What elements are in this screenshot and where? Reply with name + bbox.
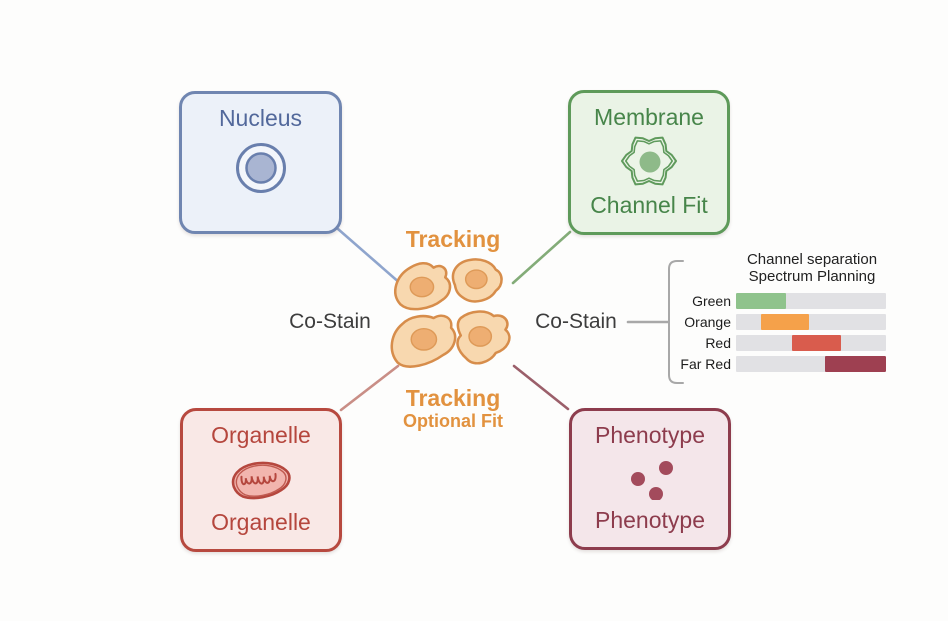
spectrum-track: [736, 293, 886, 309]
spectrum-chart: Channel separation Spectrum Planning Gre…: [660, 251, 892, 377]
spectrum-segment: [736, 293, 786, 309]
spectrum-segment: [824, 356, 886, 372]
connector-phenotype-line: [512, 364, 570, 411]
spectrum-row-label: Far Red: [680, 356, 731, 372]
phenotype-dots-icon: [618, 456, 682, 500]
membrane-title: Membrane: [594, 104, 704, 130]
phenotype-subtitle: Phenotype: [595, 507, 705, 533]
node-organelle: Organelle Organelle: [180, 408, 342, 552]
organelle-subtitle: Organelle: [211, 509, 311, 535]
nucleus-title: Nucleus: [218, 105, 303, 131]
spectrum-row: Green: [660, 293, 892, 309]
spectrum-track: [736, 356, 886, 372]
costain-left-label: Co-Stain: [289, 310, 371, 333]
connector-nucleus-line: [336, 227, 403, 286]
node-phenotype: Phenotype Phenotype: [569, 408, 731, 550]
spectrum-track: [736, 314, 886, 330]
spectrum-row: Far Red: [660, 356, 892, 372]
cell-cluster-illustration: [390, 258, 511, 368]
spectrum-segment: [760, 314, 810, 330]
spectrum-row: Orange: [660, 314, 892, 330]
node-membrane: Membrane Channel Fit: [568, 90, 730, 235]
connector-membrane-line: [511, 230, 572, 285]
chart-title-line1: Channel separation: [746, 251, 878, 268]
optional-fit-label: Optional Fit: [403, 411, 503, 431]
spectrum-row: Red: [660, 335, 892, 351]
bracket-icon: [668, 260, 684, 384]
spectrum-row-label: Green: [692, 293, 731, 309]
spectrum-track: [736, 335, 886, 351]
organelle-title: Organelle: [211, 422, 311, 448]
costain-right-label: Co-Stain: [535, 310, 617, 333]
membrane-subtitle: Channel Fit: [590, 192, 708, 218]
spectrum-segment: [792, 335, 841, 351]
phenotype-title: Phenotype: [595, 422, 705, 448]
chart-title-line2: Spectrum Planning: [748, 268, 876, 285]
spectrum-row-label: Orange: [684, 314, 731, 330]
spectrum-row-label: Red: [705, 335, 731, 351]
tracking-top-label: Tracking: [405, 226, 501, 252]
node-nucleus: Nucleus: [179, 91, 342, 234]
connector-organelle-line: [339, 364, 400, 412]
mitochondria-icon: [224, 452, 297, 505]
cell-membrane-icon: [619, 131, 679, 191]
tracking-bottom-label: Tracking: [405, 385, 501, 411]
nucleus-icon: [234, 141, 288, 195]
